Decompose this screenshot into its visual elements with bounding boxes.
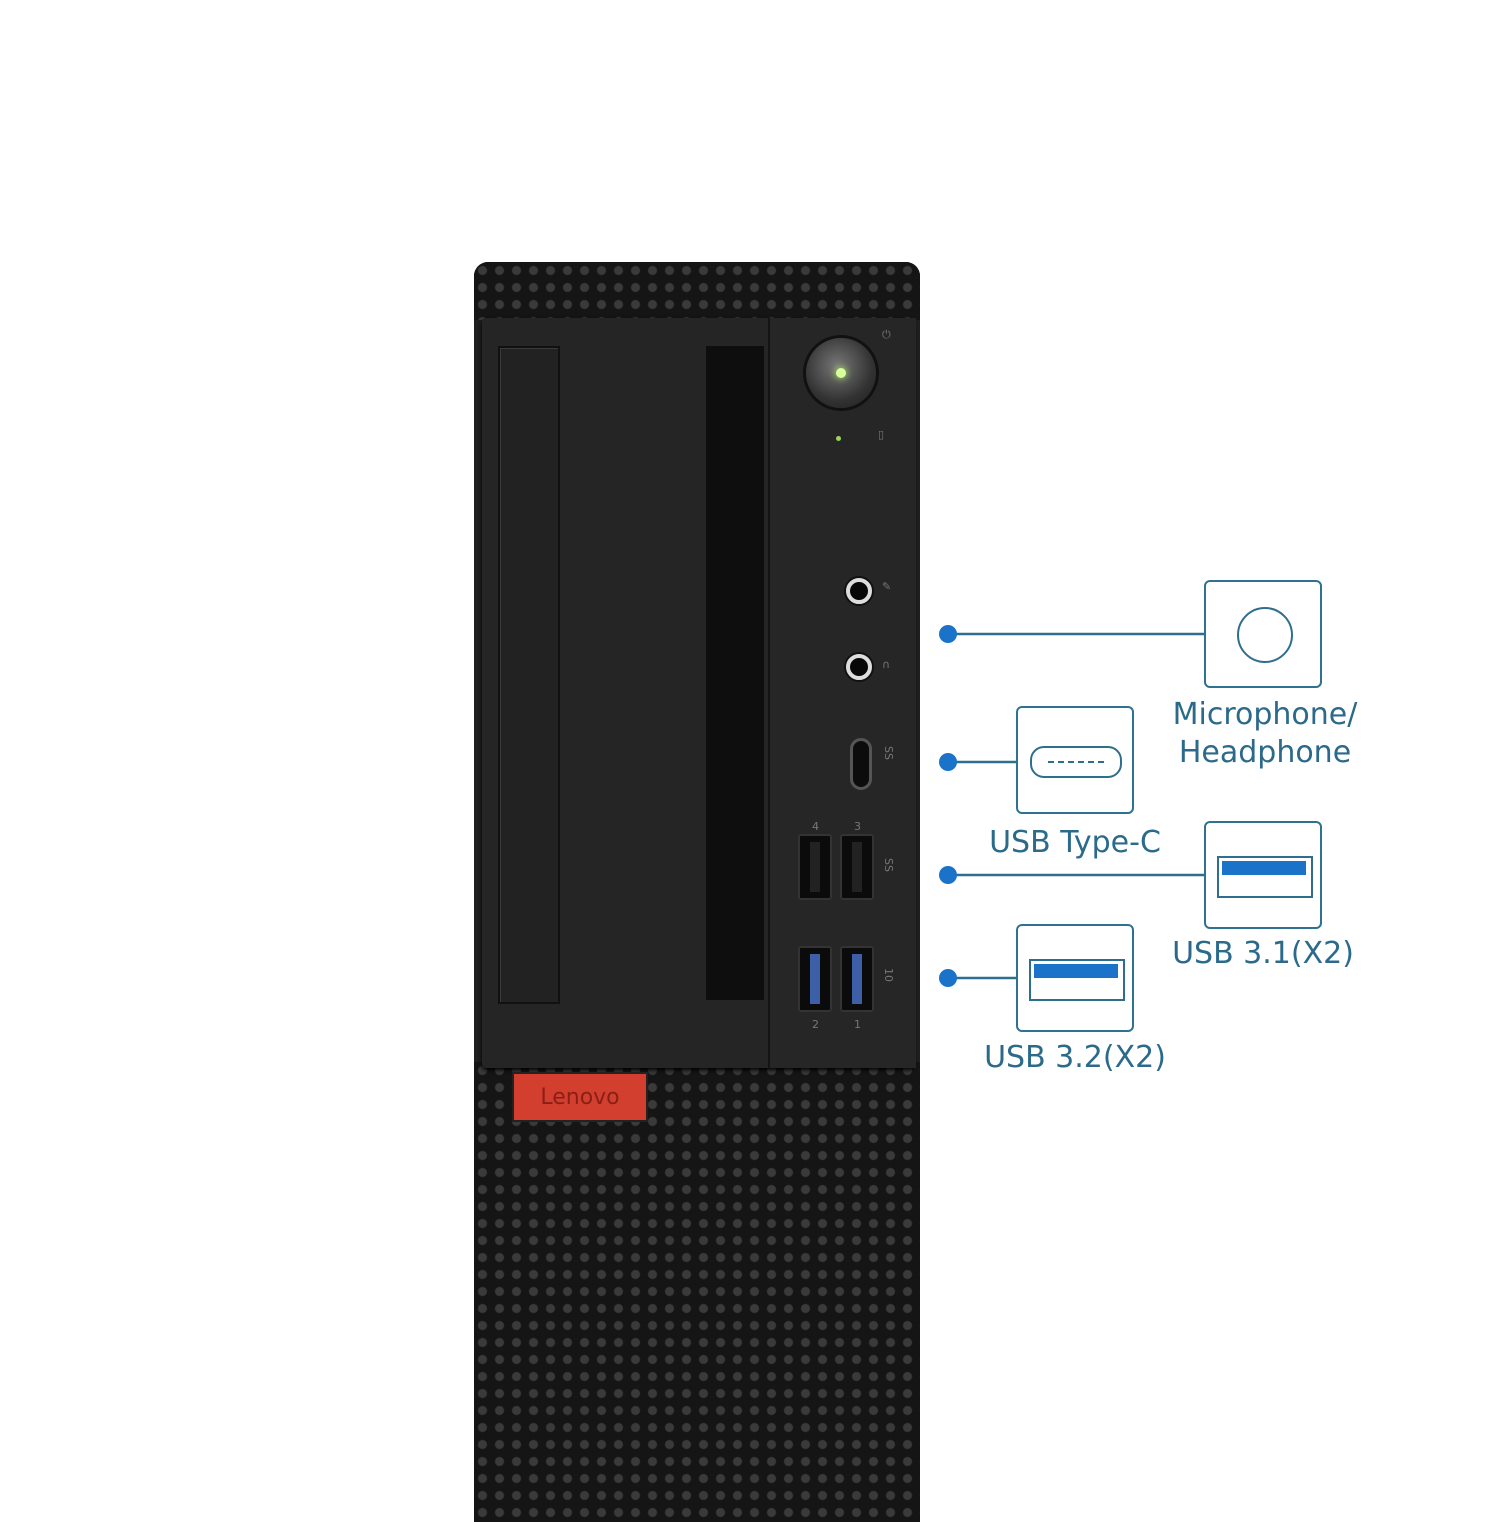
- front-bezel: ⏻ ▯ ✎ ∩ SS 4 3 SS 10 2 1: [482, 318, 916, 1068]
- port-number: 1: [854, 1018, 861, 1031]
- port-number: 4: [812, 820, 819, 833]
- usb-a-port-1: [840, 946, 874, 1012]
- port-number: 2: [812, 1018, 819, 1031]
- callout-label-audio: Microphone/ Headphone: [1172, 697, 1358, 770]
- front-io-panel: ⏻ ▯ ✎ ∩ SS 4 3 SS 10 2 1: [768, 318, 916, 1068]
- headphone-jack: [846, 654, 872, 680]
- usb-c-port: [850, 738, 872, 790]
- usb-c-port-icon: [1016, 706, 1134, 814]
- headphone-icon: ∩: [882, 658, 891, 671]
- port-number: 3: [854, 820, 861, 833]
- callout-label-usb32: USB 3.2(X2): [984, 1040, 1166, 1075]
- optical-drive-door: [498, 346, 560, 1004]
- ss10-usb-mark: 10: [882, 968, 895, 982]
- drive-activity-led: [836, 436, 841, 441]
- callout-dot: [939, 625, 957, 643]
- top-vent: [474, 262, 920, 320]
- drive-icon: ▯: [878, 428, 885, 441]
- callout-label-usbc: USB Type-C: [989, 825, 1161, 860]
- usb-a-port-icon: [1016, 924, 1134, 1032]
- power-led: [836, 368, 846, 378]
- ss-usb-mark: SS: [882, 746, 895, 760]
- usb-a-port-3: [840, 834, 874, 900]
- desktop-tower: ⏻ ▯ ✎ ∩ SS 4 3 SS 10 2 1 Lenovo: [474, 262, 920, 1522]
- audio-jack-icon: [1204, 580, 1322, 688]
- microphone-jack: [846, 578, 872, 604]
- microphone-icon: ✎: [882, 580, 892, 593]
- callout-label-usb31: USB 3.1(X2): [1172, 936, 1354, 971]
- front-grille: [474, 1062, 920, 1522]
- callout-dot: [939, 969, 957, 987]
- ss-usb-mark: SS: [882, 858, 895, 872]
- callout-dot: [939, 866, 957, 884]
- callout-dot: [939, 753, 957, 771]
- power-symbol-icon: ⏻: [882, 328, 891, 341]
- lenovo-logo: Lenovo: [514, 1074, 646, 1120]
- usb-a-port-icon: [1204, 821, 1322, 929]
- drive-bay-slot: [706, 346, 764, 1000]
- usb-a-port-2: [798, 946, 832, 1012]
- usb-a-port-4: [798, 834, 832, 900]
- power-button[interactable]: [806, 338, 876, 408]
